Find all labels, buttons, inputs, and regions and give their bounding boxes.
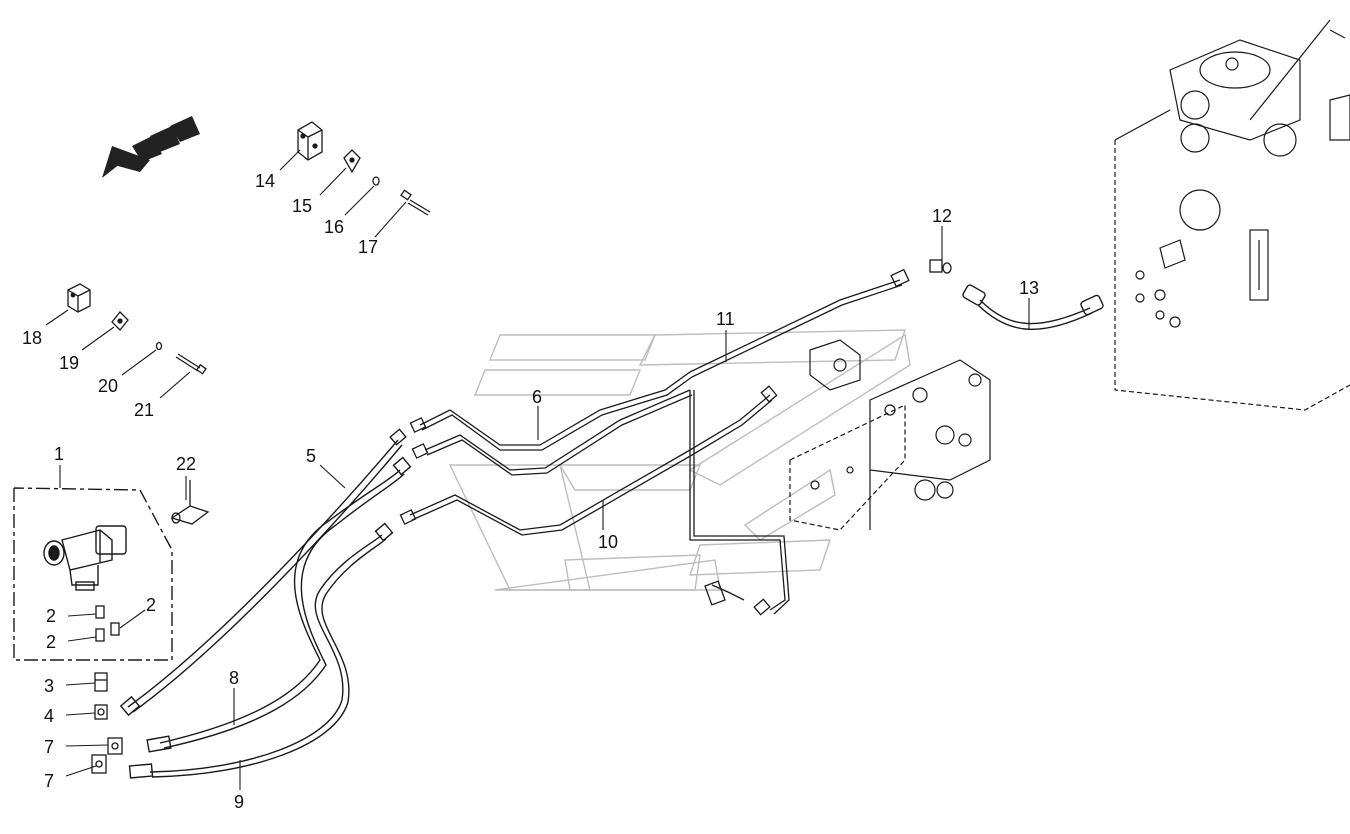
hose-part-8 xyxy=(146,456,412,753)
clamp-block-part-14 xyxy=(297,121,323,161)
fitting-part-2 xyxy=(95,605,120,642)
callout-15: 15 xyxy=(292,196,312,216)
elbow-part-4 xyxy=(94,704,108,720)
callout-4: 4 xyxy=(44,706,54,726)
callout-5: 5 xyxy=(306,446,316,466)
callout-16: 16 xyxy=(324,217,344,237)
tube-part-10 xyxy=(399,385,778,536)
hydraulic-tank-with-pump xyxy=(1114,19,1350,411)
callout-22: 22 xyxy=(176,454,196,474)
quick-coupler-part-22 xyxy=(170,480,210,525)
elbow-fitting-part-12 xyxy=(929,259,952,274)
callout-14: 14 xyxy=(255,171,275,191)
callout-7b: 7 xyxy=(44,771,54,791)
tube-part-6 xyxy=(409,371,693,476)
callout-labels: 1 2 2 2 3 4 5 6 7 7 8 9 10 11 12 13 14 1… xyxy=(22,171,1039,812)
hose-part-13 xyxy=(962,284,1104,330)
callout-2c: 2 xyxy=(146,595,156,615)
clamp-plate-part-15 xyxy=(343,149,361,174)
callout-1: 1 xyxy=(54,444,64,464)
tube-part-11 xyxy=(689,268,910,616)
callout-9: 9 xyxy=(234,792,244,812)
watermark-logo xyxy=(448,329,911,591)
callout-18: 18 xyxy=(22,328,42,348)
callout-17: 17 xyxy=(358,237,378,257)
callout-11: 11 xyxy=(716,309,735,329)
callout-12: 12 xyxy=(932,206,952,226)
tee-part-7 xyxy=(91,737,123,774)
callout-19: 19 xyxy=(59,353,79,373)
leader-lines xyxy=(45,149,1030,790)
clamp-block-part-18 xyxy=(67,283,91,313)
hose-part-9 xyxy=(128,522,394,779)
callout-3: 3 xyxy=(44,676,54,696)
callout-13: 13 xyxy=(1019,278,1039,298)
bolt-part-17 xyxy=(400,189,431,216)
clamp-plate-part-19 xyxy=(111,311,129,331)
hose-part-5 xyxy=(119,428,407,717)
fitting-part-3 xyxy=(94,672,108,692)
valve-assembly-part-1 xyxy=(13,487,173,661)
washer-part-16 xyxy=(372,176,380,186)
direction-arrow-icon xyxy=(102,116,200,178)
callout-20: 20 xyxy=(98,376,118,396)
callout-21: 21 xyxy=(134,400,154,420)
callout-7a: 7 xyxy=(44,737,54,757)
callout-2b: 2 xyxy=(46,632,56,652)
bolt-part-21 xyxy=(175,353,207,375)
callout-2a: 2 xyxy=(46,606,56,626)
washer-part-20 xyxy=(155,341,163,351)
control-valve-block xyxy=(789,339,991,531)
callout-10: 10 xyxy=(598,532,618,552)
callout-6: 6 xyxy=(532,387,542,407)
callout-8: 8 xyxy=(229,668,239,688)
